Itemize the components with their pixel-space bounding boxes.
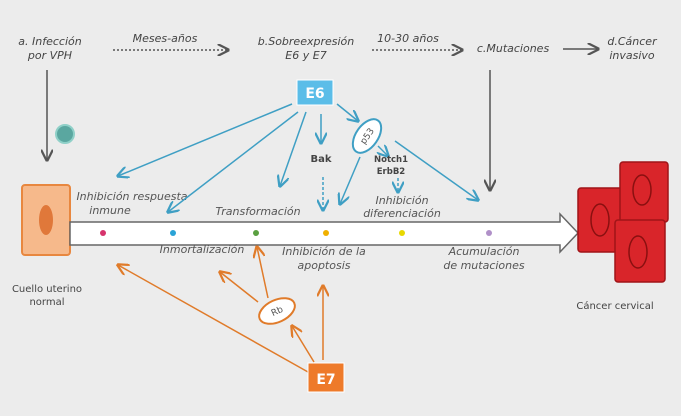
e6-box bbox=[296, 79, 334, 106]
dot-mutations bbox=[486, 230, 492, 236]
dot-differentiation bbox=[399, 230, 405, 236]
cancer-cell-label: Cáncer cervical bbox=[576, 300, 653, 312]
mutations-label-1: Acumulación bbox=[448, 245, 520, 258]
immortalization-label: Inmortalización bbox=[160, 243, 245, 256]
cancer-cells-icon bbox=[577, 161, 669, 283]
e7-box bbox=[307, 362, 345, 393]
notch-label-1: Notch1 bbox=[374, 155, 408, 165]
transformation-label: Transformación bbox=[215, 205, 300, 218]
rb-label: Rb bbox=[270, 305, 285, 319]
step-d-label-1: d.Cáncer bbox=[607, 35, 658, 48]
step-a-label-1: a. Infección bbox=[18, 35, 81, 48]
step-c-label: c.Mutaciones bbox=[477, 42, 550, 55]
e7-rb-arrow bbox=[292, 326, 315, 363]
normal-cell-label-2: normal bbox=[29, 297, 64, 308]
apoptosis-label-1: Inhibición de la bbox=[282, 245, 366, 258]
notch-label-2: ErbB2 bbox=[377, 167, 406, 177]
rb-ellipse bbox=[258, 297, 296, 325]
cell-nucleus-icon bbox=[39, 205, 53, 235]
step-a-label-2: por VPH bbox=[27, 49, 72, 62]
apoptosis-label-2: apoptosis bbox=[298, 259, 351, 272]
dot-apoptosis bbox=[323, 230, 329, 236]
p53-apoptosis-arrow bbox=[340, 156, 361, 204]
e6-label: E6 bbox=[305, 86, 324, 102]
e6-transformation-arrow bbox=[280, 111, 307, 186]
mutations-label-2: de mutaciones bbox=[443, 259, 525, 272]
step-d-label-2: invasivo bbox=[609, 49, 655, 62]
interval-1-label: Meses-años bbox=[133, 32, 198, 45]
rb-transformation-arrow bbox=[257, 247, 269, 299]
e7-label: E7 bbox=[316, 372, 335, 388]
e6-immortalization-arrow bbox=[168, 111, 299, 212]
e7-immune-arrow bbox=[118, 265, 309, 373]
step-b-label-1: b.Sobreexpresión bbox=[258, 35, 355, 48]
differentiation-label-2: diferenciación bbox=[363, 207, 441, 220]
p53-mutations-arrow bbox=[394, 140, 478, 200]
bak-label: Bak bbox=[310, 154, 331, 165]
p53-ellipse bbox=[351, 118, 383, 154]
virus-icon bbox=[55, 124, 75, 144]
normal-cell-label-1: Cuello uterino bbox=[12, 284, 82, 295]
interval-2-label: 10-30 años bbox=[377, 32, 439, 45]
dot-immortalization bbox=[170, 230, 176, 236]
e6-immune-arrow bbox=[118, 103, 293, 176]
dot-immune bbox=[100, 230, 106, 236]
p53-notch-arrow bbox=[378, 146, 388, 156]
e6-p53-arrow bbox=[336, 103, 358, 121]
dot-transformation bbox=[253, 230, 259, 236]
rb-immortalization-arrow bbox=[220, 272, 259, 303]
differentiation-label-1: Inhibición bbox=[375, 194, 428, 207]
immune-label-1: Inhibición respuesta bbox=[76, 190, 187, 203]
step-b-label-2: E6 y E7 bbox=[285, 49, 326, 62]
immune-label-2: inmune bbox=[89, 204, 131, 217]
